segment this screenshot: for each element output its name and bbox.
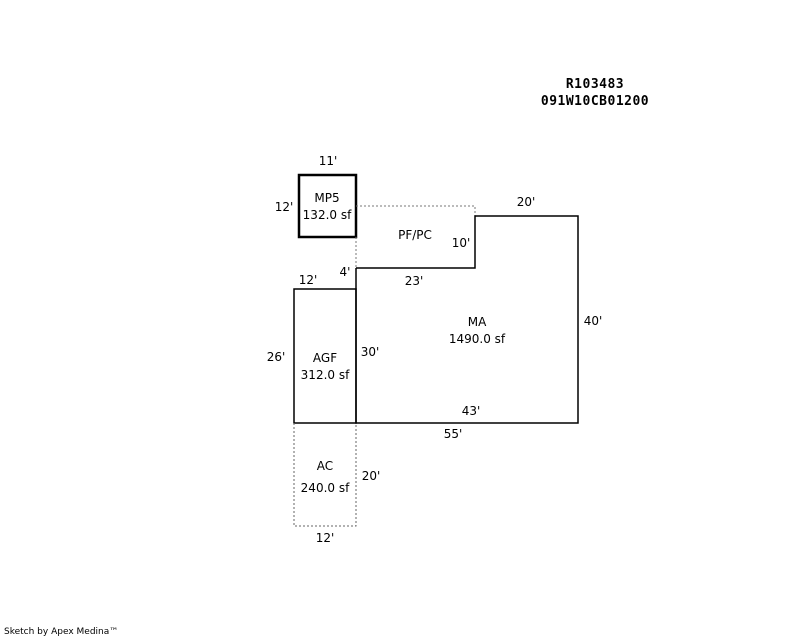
dim-mp5-top: 11' — [319, 154, 338, 168]
dim-ma-bottom: 43' — [462, 404, 481, 418]
ma-label: MA — [468, 315, 487, 329]
mp5-label: MP5 — [314, 191, 339, 205]
mp5-area: 132.0 sf — [303, 208, 352, 222]
dim-ac-right: 20' — [362, 469, 381, 483]
map-number: 091W10CB01200 — [540, 94, 650, 109]
ma-area: 1490.0 sf — [449, 332, 506, 346]
agf-label: AGF — [313, 351, 337, 365]
dim-agf-left: 26' — [267, 350, 286, 364]
pfpc-label: PF/PC — [398, 228, 432, 242]
dim-pfpc-right: 10' — [452, 236, 471, 250]
agf-area: 312.0 sf — [301, 368, 350, 382]
dim-agf-top: 12' — [299, 273, 318, 287]
agf-outline — [293, 288, 357, 424]
sketch-credit: Sketch by Apex Medina™ — [4, 627, 119, 637]
parcel-id: R103483 — [565, 77, 625, 92]
dim-ma-left: 30' — [361, 345, 380, 359]
dim-pfpc-left: 4' — [340, 265, 351, 279]
ac-label: AC — [317, 459, 333, 473]
dim-mp5-left: 12' — [275, 200, 294, 214]
mp5-outline — [297, 173, 358, 239]
dim-total-bottom: 55' — [444, 427, 463, 441]
dim-ma-right: 40' — [584, 314, 603, 328]
dim-ma-top: 20' — [517, 195, 536, 209]
ac-area: 240.0 sf — [301, 481, 350, 495]
dim-ma-notch-bottom: 23' — [405, 274, 424, 288]
pfpc-outline — [356, 205, 476, 216]
ac-outline — [293, 423, 357, 527]
dim-ac-bottom: 12' — [316, 531, 335, 545]
